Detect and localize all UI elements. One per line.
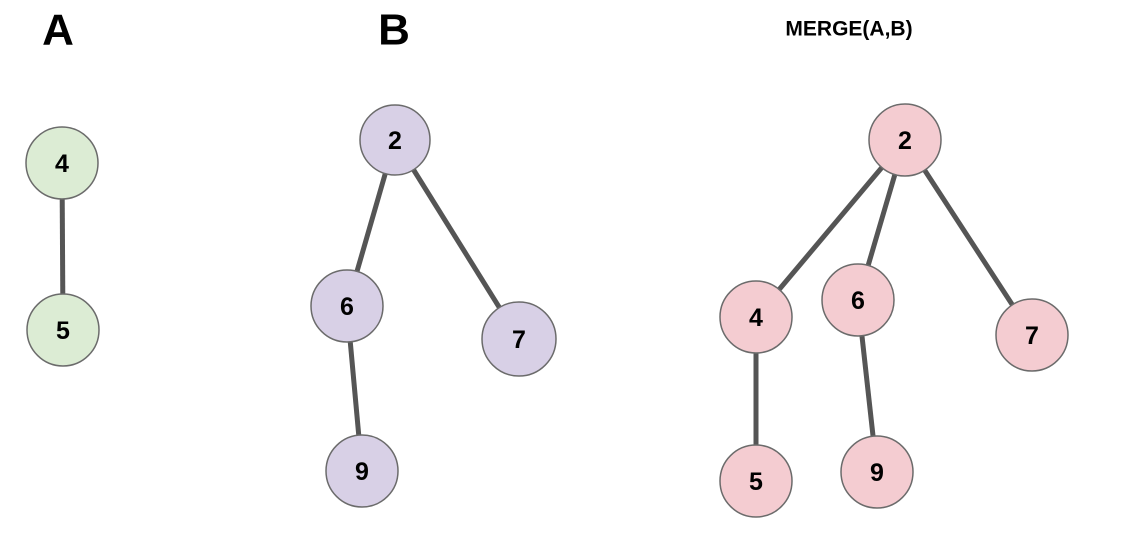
tree-edge xyxy=(865,171,898,269)
edges-layer xyxy=(59,164,1016,447)
tree-node[interactable]: 7 xyxy=(481,301,557,377)
tree-edge xyxy=(59,196,66,297)
node-label: 5 xyxy=(56,317,70,345)
tree-edge xyxy=(354,171,389,275)
node-label: 6 xyxy=(851,287,865,315)
tree-edge xyxy=(775,164,886,293)
tree-edge xyxy=(347,339,362,438)
node-label: 6 xyxy=(340,293,354,321)
tree-node[interactable]: 6 xyxy=(821,263,895,337)
tree-edge xyxy=(921,167,1016,308)
tree-node[interactable]: 5 xyxy=(719,444,793,518)
panel-title-panel-merge: MERGE(A,B) xyxy=(785,18,912,41)
node-circle[interactable] xyxy=(310,269,384,343)
panel-title-panel-b: B xyxy=(378,6,410,55)
tree-node[interactable]: 9 xyxy=(840,435,914,509)
node-label: 4 xyxy=(55,150,69,178)
node-label: 5 xyxy=(749,468,763,496)
tree-node[interactable]: 9 xyxy=(325,434,399,508)
node-circle[interactable] xyxy=(868,103,942,177)
node-label: 7 xyxy=(1025,322,1039,350)
node-circle[interactable] xyxy=(481,301,557,377)
node-label: 9 xyxy=(870,459,884,487)
tree-node[interactable]: 6 xyxy=(310,269,384,343)
node-label: 2 xyxy=(898,127,912,155)
panel-title-panel-a: A xyxy=(42,6,74,55)
node-label: 2 xyxy=(388,127,402,155)
tree-node[interactable]: 4 xyxy=(719,280,793,354)
node-circle[interactable] xyxy=(325,434,399,508)
node-circle[interactable] xyxy=(26,293,100,367)
node-circle[interactable] xyxy=(995,298,1069,372)
tree-edge xyxy=(859,333,876,439)
tree-edge xyxy=(410,166,503,311)
node-circle[interactable] xyxy=(821,263,895,337)
tree-node[interactable]: 2 xyxy=(359,104,431,176)
node-circle[interactable] xyxy=(840,435,914,509)
nodes-layer: 4 5 2 6 7 9 2 4 6 7 5 9 xyxy=(25,103,1069,518)
node-circle[interactable] xyxy=(25,126,99,200)
node-label: 7 xyxy=(512,326,526,354)
tree-node[interactable]: 4 xyxy=(25,126,99,200)
node-label: 4 xyxy=(749,304,763,332)
node-circle[interactable] xyxy=(359,104,431,176)
tree-node[interactable]: 7 xyxy=(995,298,1069,372)
tree-node[interactable]: 5 xyxy=(26,293,100,367)
node-circle[interactable] xyxy=(719,280,793,354)
tree-node[interactable]: 2 xyxy=(868,103,942,177)
node-circle[interactable] xyxy=(719,444,793,518)
node-label: 9 xyxy=(355,458,369,486)
titles-layer: A B MERGE(A,B) xyxy=(42,6,912,55)
